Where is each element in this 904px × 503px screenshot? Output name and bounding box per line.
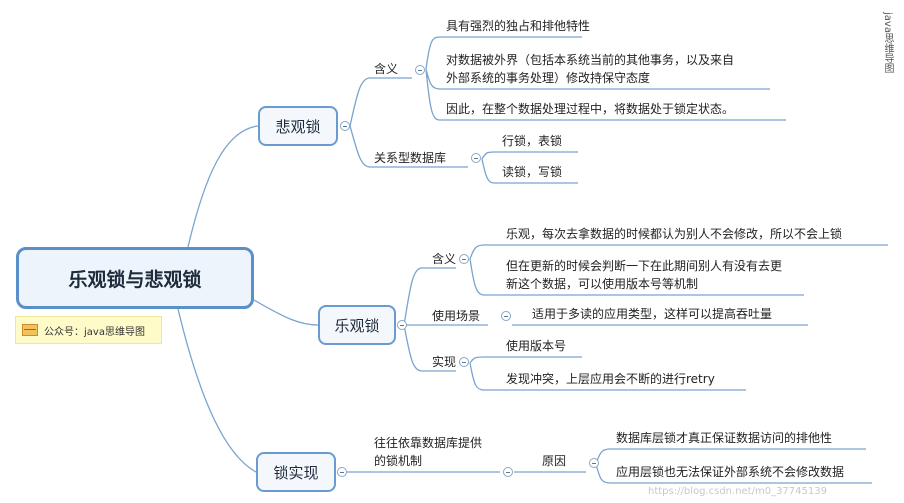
root-note: 公众号：java思维导图 bbox=[15, 316, 162, 344]
collapse-toggle-icon[interactable] bbox=[397, 320, 407, 330]
connector-root-optimistic bbox=[253, 299, 319, 326]
o-impl-item: 使用版本号 bbox=[506, 339, 567, 353]
connector-p-meaning-items bbox=[425, 36, 786, 121]
branch-optimistic-lock[interactable]: 乐观锁 bbox=[318, 305, 396, 345]
o-scenario-label[interactable]: 使用场景 bbox=[432, 309, 481, 323]
o-impl-label[interactable]: 实现 bbox=[432, 355, 457, 369]
connector-p-relational-items bbox=[481, 151, 578, 184]
collapse-toggle-icon[interactable] bbox=[589, 458, 599, 468]
i-rely-text: 往往依靠数据库提供 bbox=[374, 436, 483, 450]
p-meaning-label[interactable]: 含义 bbox=[374, 62, 399, 76]
collapse-toggle-icon[interactable] bbox=[501, 311, 511, 321]
root-node[interactable]: 乐观锁与悲观锁 bbox=[16, 247, 254, 309]
o-impl-item: 发现冲突，上层应用会不断的进行retry bbox=[506, 372, 715, 386]
footer-watermark: https://blog.csdn.net/m0_37745139 bbox=[648, 486, 827, 497]
connector-p-relational bbox=[349, 125, 468, 168]
root-note-text: 公众号：java思维导图 bbox=[44, 326, 145, 338]
o-meaning-item: 但在更新的时候会判断一下在此期间别人有没有去更 bbox=[506, 259, 783, 273]
p-meaning-item: 对数据被外界（包括本系统当前的其他事务，以及来自 bbox=[446, 53, 735, 67]
collapse-toggle-icon[interactable] bbox=[503, 467, 513, 477]
connector-o-impl-items bbox=[469, 356, 746, 391]
p-relational-item: 读锁，写锁 bbox=[502, 165, 563, 179]
collapse-toggle-icon[interactable] bbox=[471, 153, 481, 163]
connector-p-meaning bbox=[349, 77, 412, 127]
p-meaning-item: 具有强烈的独占和排他特性 bbox=[446, 19, 591, 33]
connector-o-meaning-items bbox=[469, 244, 888, 296]
collapse-toggle-icon[interactable] bbox=[459, 254, 469, 264]
o-meaning-item: 新这个数据，可以使用版本号等机制 bbox=[506, 277, 699, 291]
branch-lock-implementation[interactable]: 锁实现 bbox=[256, 452, 336, 492]
p-meaning-item: 外部系统的事务处理）修改持保守态度 bbox=[446, 71, 651, 85]
o-meaning-item: 乐观，每次去拿数据的时候都认为别人不会修改，所以不会上锁 bbox=[506, 227, 843, 241]
branch-pessimistic-lock[interactable]: 悲观锁 bbox=[258, 106, 338, 146]
i-rely-text: 的锁机制 bbox=[374, 454, 423, 468]
o-meaning-label[interactable]: 含义 bbox=[432, 252, 457, 266]
collapse-toggle-icon[interactable] bbox=[459, 357, 469, 367]
watermark: java思维导图 bbox=[882, 12, 893, 73]
i-reason-label[interactable]: 原因 bbox=[542, 454, 567, 468]
collapse-toggle-icon[interactable] bbox=[337, 467, 347, 477]
note-icon bbox=[22, 324, 38, 336]
i-reason-item: 数据库层锁才真正保证数据访问的排他性 bbox=[616, 431, 833, 445]
connector-o-impl bbox=[403, 324, 456, 372]
p-relational-item: 行锁，表锁 bbox=[502, 134, 563, 148]
collapse-toggle-icon[interactable] bbox=[415, 65, 425, 75]
connector-root-implementation bbox=[177, 308, 257, 473]
p-meaning-item: 因此，在整个数据处理过程中，将数据处于锁定状态。 bbox=[446, 102, 735, 116]
i-reason-item: 应用层锁也无法保证外部系统不会修改数据 bbox=[616, 465, 845, 479]
p-relational-label[interactable]: 关系型数据库 bbox=[374, 151, 447, 165]
connector-o-meaning bbox=[403, 267, 456, 326]
connector-root-pessimistic bbox=[187, 125, 259, 248]
collapse-toggle-icon[interactable] bbox=[340, 121, 350, 131]
o-scenario-item: 适用于多读的应用类型，这样可以提高吞吐量 bbox=[532, 307, 773, 321]
